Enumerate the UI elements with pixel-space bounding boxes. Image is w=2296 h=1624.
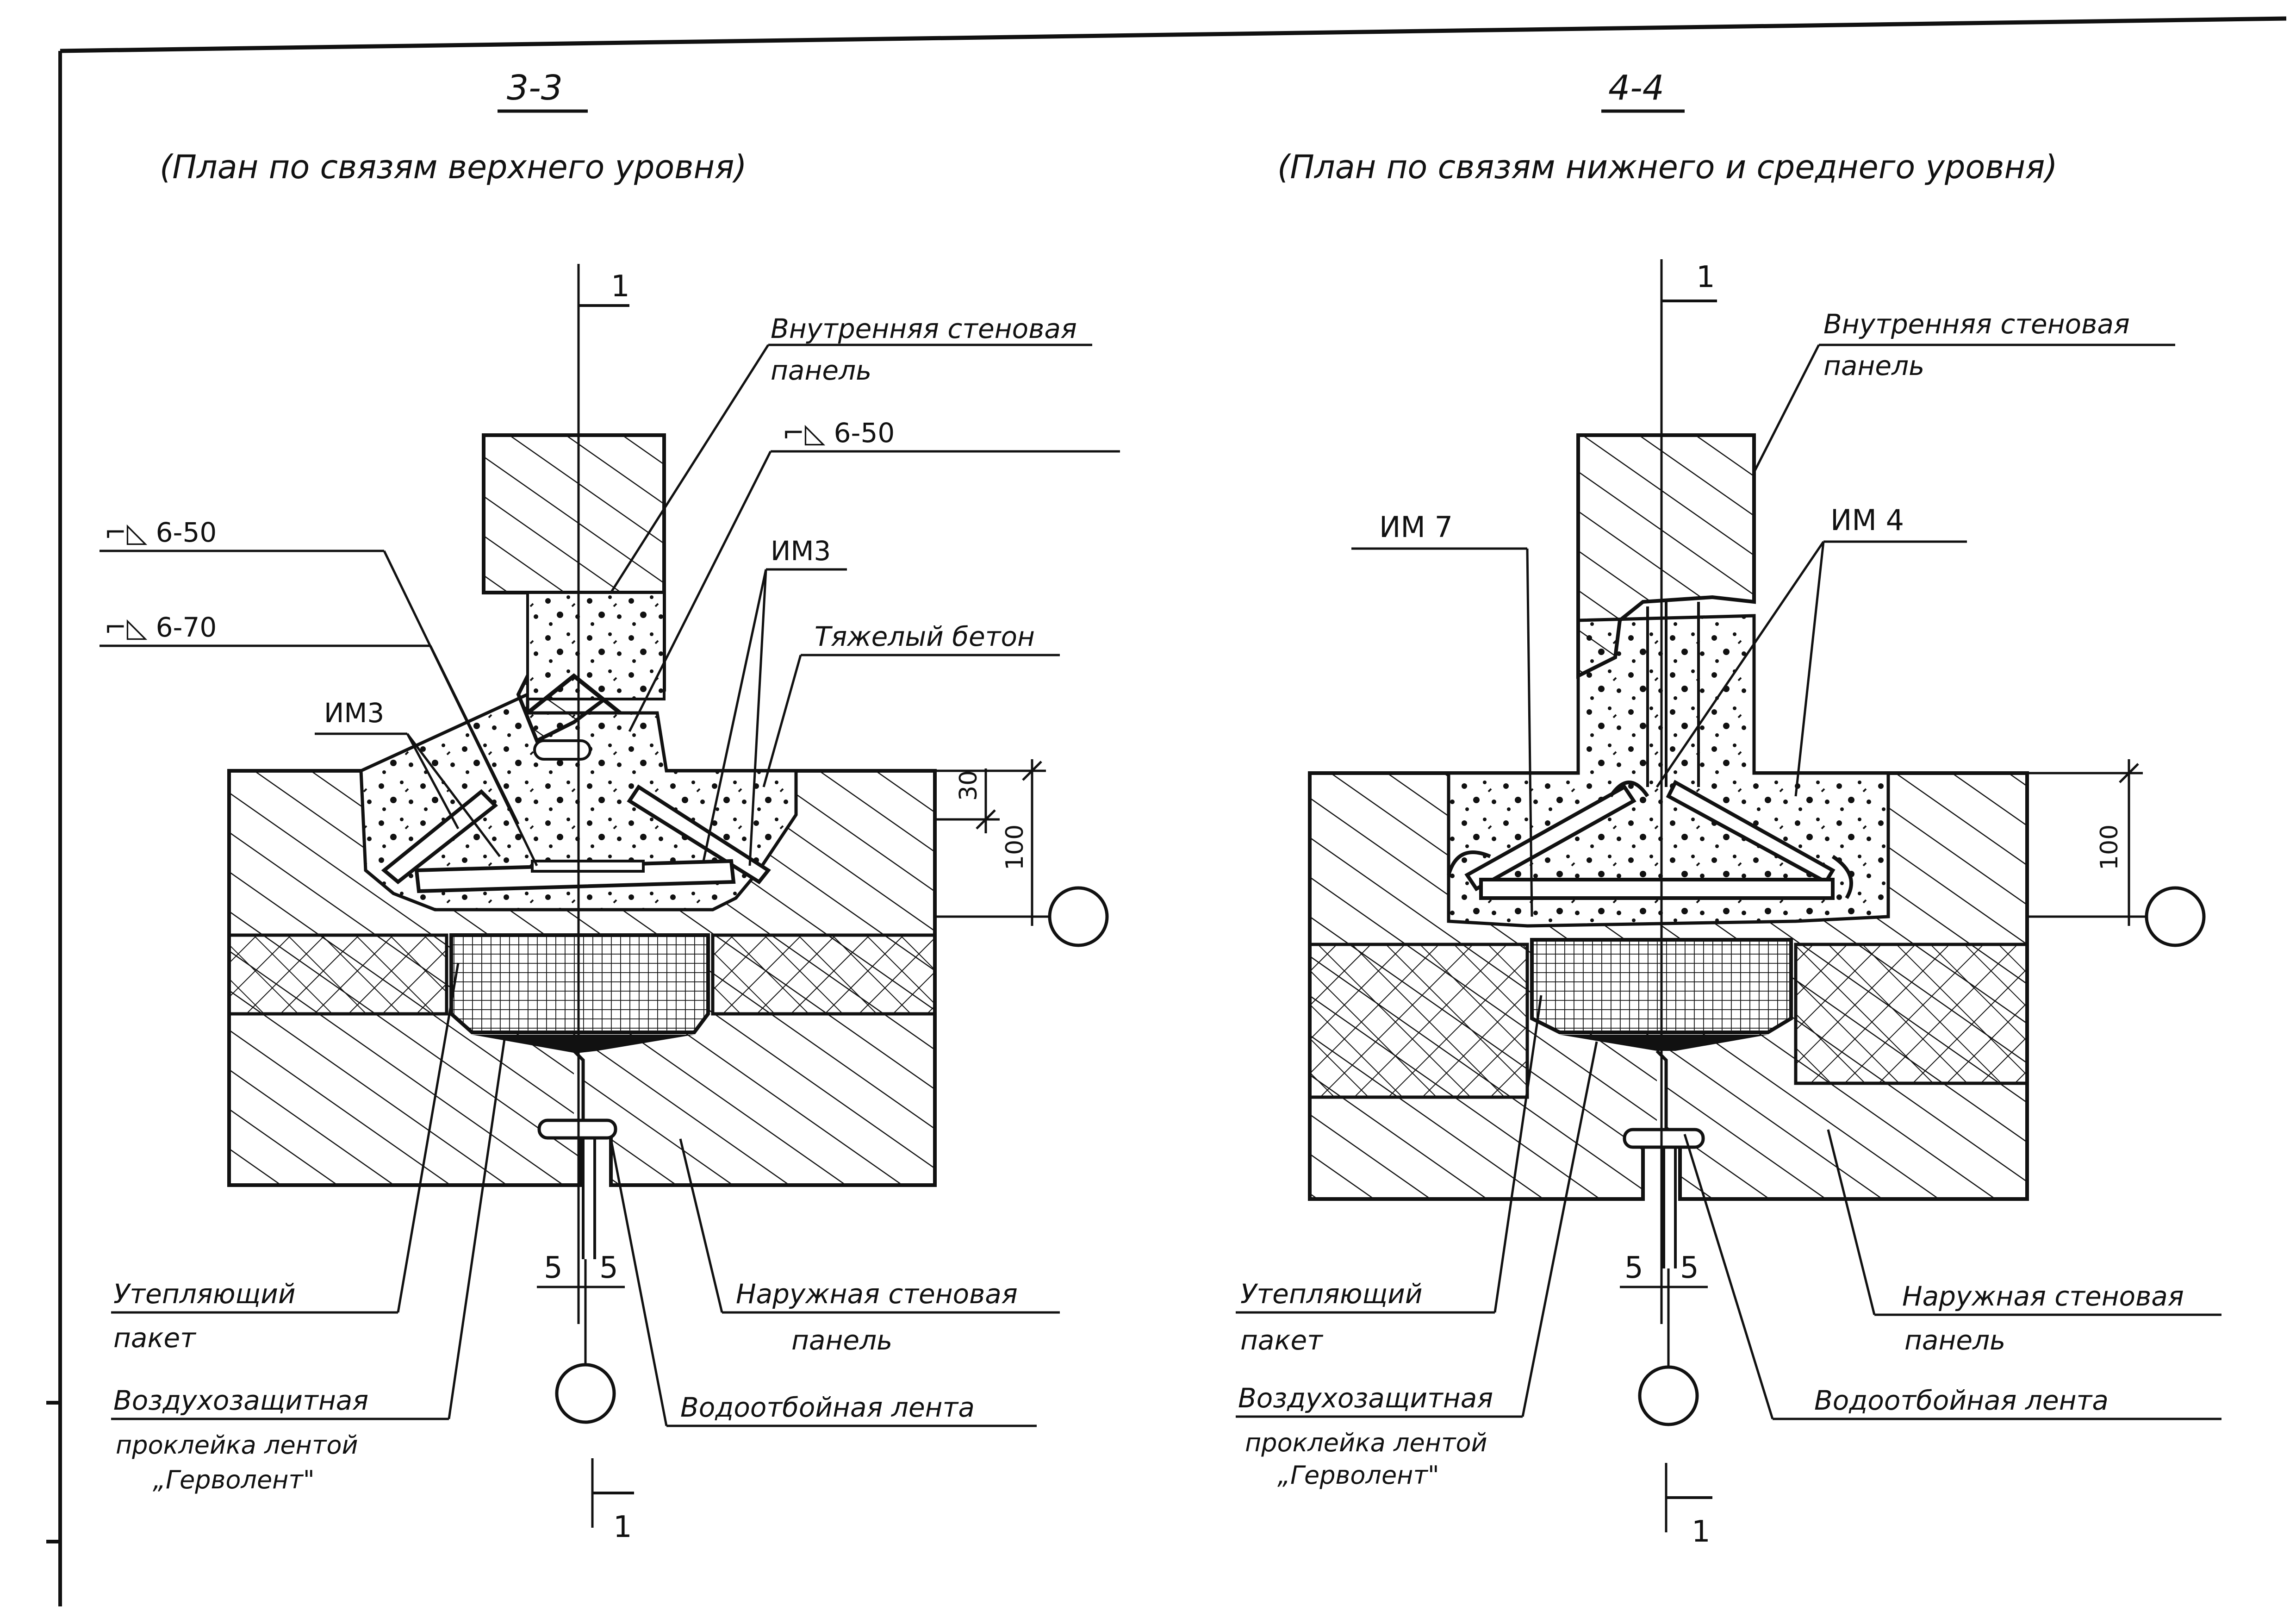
section-title-4-4: 4-4: [1608, 68, 1664, 108]
label-im3-right: ИМ3: [771, 535, 831, 567]
axis-bubble-right: [1048, 886, 1109, 947]
label-insulation-2: пакет: [1240, 1324, 1324, 1356]
label-air-seal: Воздухозащитная: [1238, 1382, 1493, 1414]
sheet-frame: [46, 16, 2287, 1606]
label-weld-top: ⌐◺ 6-50: [782, 417, 895, 449]
label-air-seal: Воздухозащитная: [113, 1385, 368, 1416]
label-inner-panel: Внутренняя стеновая: [1823, 308, 2130, 340]
dimension-chain: [935, 759, 1046, 926]
tie-rods-im: [1447, 780, 1853, 900]
label-im7: ИМ 7: [1379, 510, 1453, 544]
label-air-seal-2: проклейка лентой: [1245, 1428, 1487, 1457]
axis-number-top: 1: [1696, 260, 1715, 294]
inner-wall-panel: [1576, 433, 1756, 679]
label-water-tape: Водоотбойная лента: [1814, 1385, 2109, 1416]
section-4-4: 4-4 (План по связям нижнего и среднего у…: [1236, 68, 2221, 1549]
label-air-seal-3: „Герволент": [1277, 1461, 1439, 1490]
axis-bubble-bottom: [1638, 1365, 1699, 1426]
insulation-layer-right: [1794, 943, 2029, 1085]
label-insulation: Утепляющий: [113, 1278, 296, 1310]
label-air-seal-3: „Герволент": [153, 1465, 315, 1494]
label-insulation: Утепляющий: [1240, 1278, 1423, 1310]
label-im4: ИМ 4: [1830, 503, 1904, 537]
dimension-chain: [2027, 759, 2143, 926]
insulation-layer-left: [227, 933, 448, 1016]
inner-panel-concrete-core: [526, 591, 666, 700]
axis-number-top: 1: [611, 269, 630, 304]
gap-dim-a: 5: [1624, 1251, 1643, 1285]
label-insulation-2: пакет: [113, 1322, 197, 1354]
section-subtitle-4-4: (План по связям нижнего и среднего уровн…: [1277, 148, 2058, 186]
section-3-3: 3-3 (План по связям верхнего уровня): [100, 68, 1120, 1544]
axis-number-bottom: 1: [1692, 1515, 1711, 1549]
label-outer-panel-2: панель: [1904, 1324, 2005, 1356]
inner-panel-ribs: [1646, 602, 1700, 787]
dimension-30: 30: [955, 770, 983, 801]
dimension-100: 100: [1001, 824, 1029, 870]
label-heavy-concrete: Тяжелый бетон: [815, 621, 1035, 652]
label-im3-left: ИМ3: [324, 697, 384, 729]
axis-number-bottom: 1: [613, 1510, 632, 1544]
insulation-layer-left: [1308, 943, 1529, 1099]
label-air-seal-2: проклейка лентой: [116, 1430, 358, 1460]
air-seal-tape: [472, 1035, 694, 1053]
insulation-layer-right: [711, 933, 937, 1016]
label-leaders-right: [1236, 344, 2221, 1420]
label-outer-panel-2: панель: [791, 1324, 892, 1356]
section-title-3-3: 3-3: [507, 68, 563, 108]
gap-dim-a: 5: [544, 1251, 563, 1285]
label-leaders-left: [100, 344, 1120, 1427]
dimension-100: 100: [2096, 824, 2123, 870]
label-weld-a: ⌐◺ 6-50: [104, 517, 217, 548]
gap-dim-b: 5: [1680, 1251, 1699, 1285]
axis-bubble-bottom: [555, 1363, 616, 1424]
label-water-tape: Водоотбойная лента: [680, 1392, 975, 1423]
label-weld-b: ⌐◺ 6-70: [104, 612, 217, 643]
section-subtitle-3-3: (План по связям верхнего уровня): [160, 148, 747, 186]
axis-bubble-right: [2145, 886, 2206, 947]
label-inner-panel-2: панель: [1823, 350, 1924, 381]
air-seal-tape: [1560, 1035, 1768, 1051]
gap-dim-b: 5: [599, 1251, 618, 1285]
label-inner-panel-2: панель: [771, 355, 871, 386]
label-outer-panel: Наружная стеновая: [1902, 1280, 2184, 1312]
label-inner-panel: Внутренняя стеновая: [771, 313, 1077, 344]
label-outer-panel: Наружная стеновая: [736, 1278, 1018, 1310]
